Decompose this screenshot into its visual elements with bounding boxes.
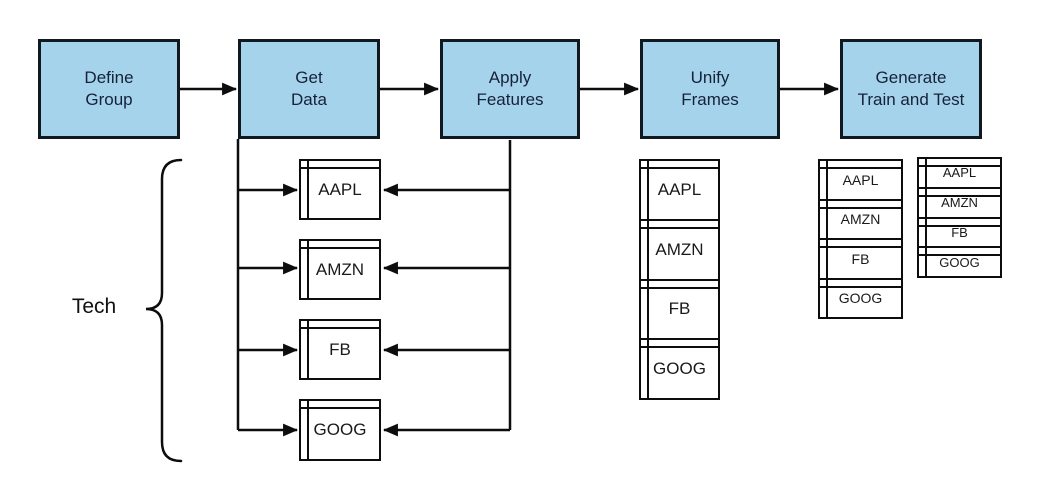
train-frames-stack: AAPL AMZN FB GOOG <box>818 159 903 319</box>
applyfeatures-branch-tree <box>382 140 512 437</box>
dataframe-aapl: AAPL <box>299 159 381 220</box>
step-apply-features: Apply Features <box>440 39 580 139</box>
train-cell-amzn: AMZN <box>818 198 903 240</box>
unified-frames-stack: AAPL AMZN FB GOOG <box>639 159 720 400</box>
dataframe-fb: FB <box>299 319 381 380</box>
test-frames-stack: AAPL AMZN FB GOOG <box>917 157 1002 278</box>
step-define-group: Define Group <box>38 39 180 139</box>
train-cell-aapl: AAPL <box>818 159 903 201</box>
unified-cell-goog: GOOG <box>639 338 720 400</box>
test-cell-goog: GOOG <box>917 246 1002 278</box>
dataframe-amzn: AMZN <box>299 239 381 300</box>
train-cell-fb: FB <box>818 238 903 280</box>
unified-cell-aapl: AAPL <box>639 159 720 221</box>
step-generate-train-test: Generate Train and Test <box>840 39 982 139</box>
step-get-data: Get Data <box>238 39 380 139</box>
getdata-branch-tree <box>236 139 299 437</box>
step-unify-frames: Unify Frames <box>640 39 780 139</box>
dataframe-goog: GOOG <box>299 399 381 461</box>
test-cell-fb: FB <box>917 216 1002 249</box>
train-cell-goog: GOOG <box>818 277 903 319</box>
tech-group-brace <box>145 158 183 463</box>
unified-cell-fb: FB <box>639 278 720 341</box>
unified-cell-amzn: AMZN <box>639 218 720 281</box>
test-cell-aapl: AAPL <box>917 157 1002 189</box>
group-label-tech: Tech <box>71 295 117 318</box>
test-cell-amzn: AMZN <box>917 186 1002 219</box>
